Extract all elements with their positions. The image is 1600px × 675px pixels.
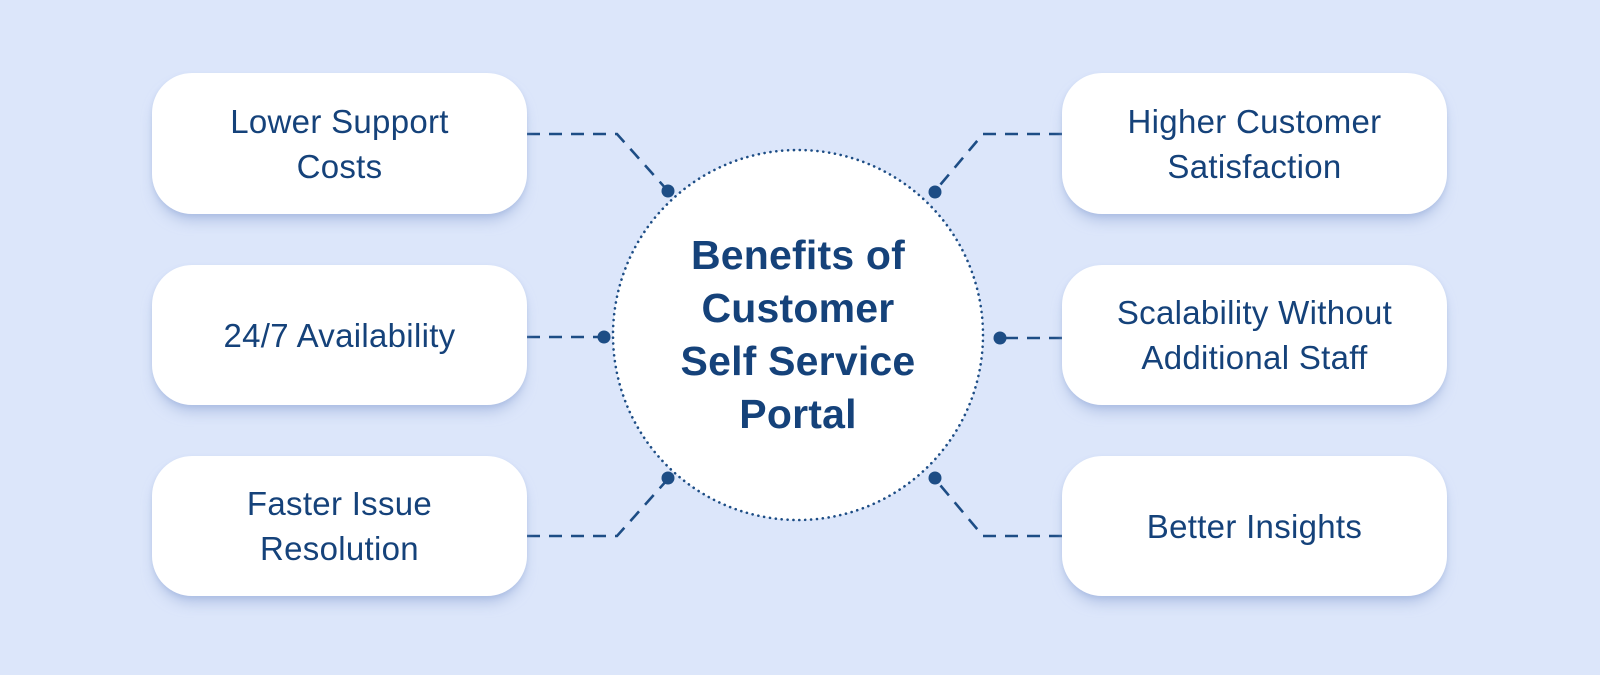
- benefit-label: Lower Support Costs: [230, 102, 449, 185]
- dot-middle-left: [597, 330, 611, 344]
- dot-bottom-right: [928, 471, 942, 485]
- benefit-box-higher-customer-satisfaction: Higher Customer Satisfaction: [1062, 73, 1447, 214]
- connector-top-left: [527, 132, 669, 192]
- dot-middle-right: [993, 331, 1007, 345]
- benefit-label: Better Insights: [1146, 507, 1363, 545]
- benefit-box-faster-issue-resolution: Faster Issue Resolution: [152, 456, 527, 596]
- dot-top-left: [661, 184, 675, 198]
- benefit-label: Higher Customer Satisfaction: [1127, 102, 1382, 185]
- center-circle: [611, 148, 985, 522]
- dot-bottom-left: [661, 471, 675, 485]
- connector-top-right: [934, 132, 1062, 192]
- connector-bottom-left: [527, 478, 669, 538]
- connector-bottom-right: [934, 478, 1062, 538]
- dot-top-right: [928, 185, 942, 199]
- benefit-box-scalability-without-additional-staff: Scalability Without Additional Staff: [1062, 265, 1447, 405]
- benefit-box-better-insights: Better Insights: [1062, 456, 1447, 596]
- benefit-label: 24/7 Availability: [223, 316, 456, 354]
- benefit-box-247-availability: 24/7 Availability: [152, 265, 527, 405]
- center-title: Benefits of Customer Self Service Portal: [680, 232, 916, 437]
- benefit-label: Scalability Without Additional Staff: [1116, 294, 1393, 376]
- benefit-label: Faster Issue Resolution: [246, 485, 433, 567]
- benefit-box-lower-support-costs: Lower Support Costs: [152, 73, 527, 214]
